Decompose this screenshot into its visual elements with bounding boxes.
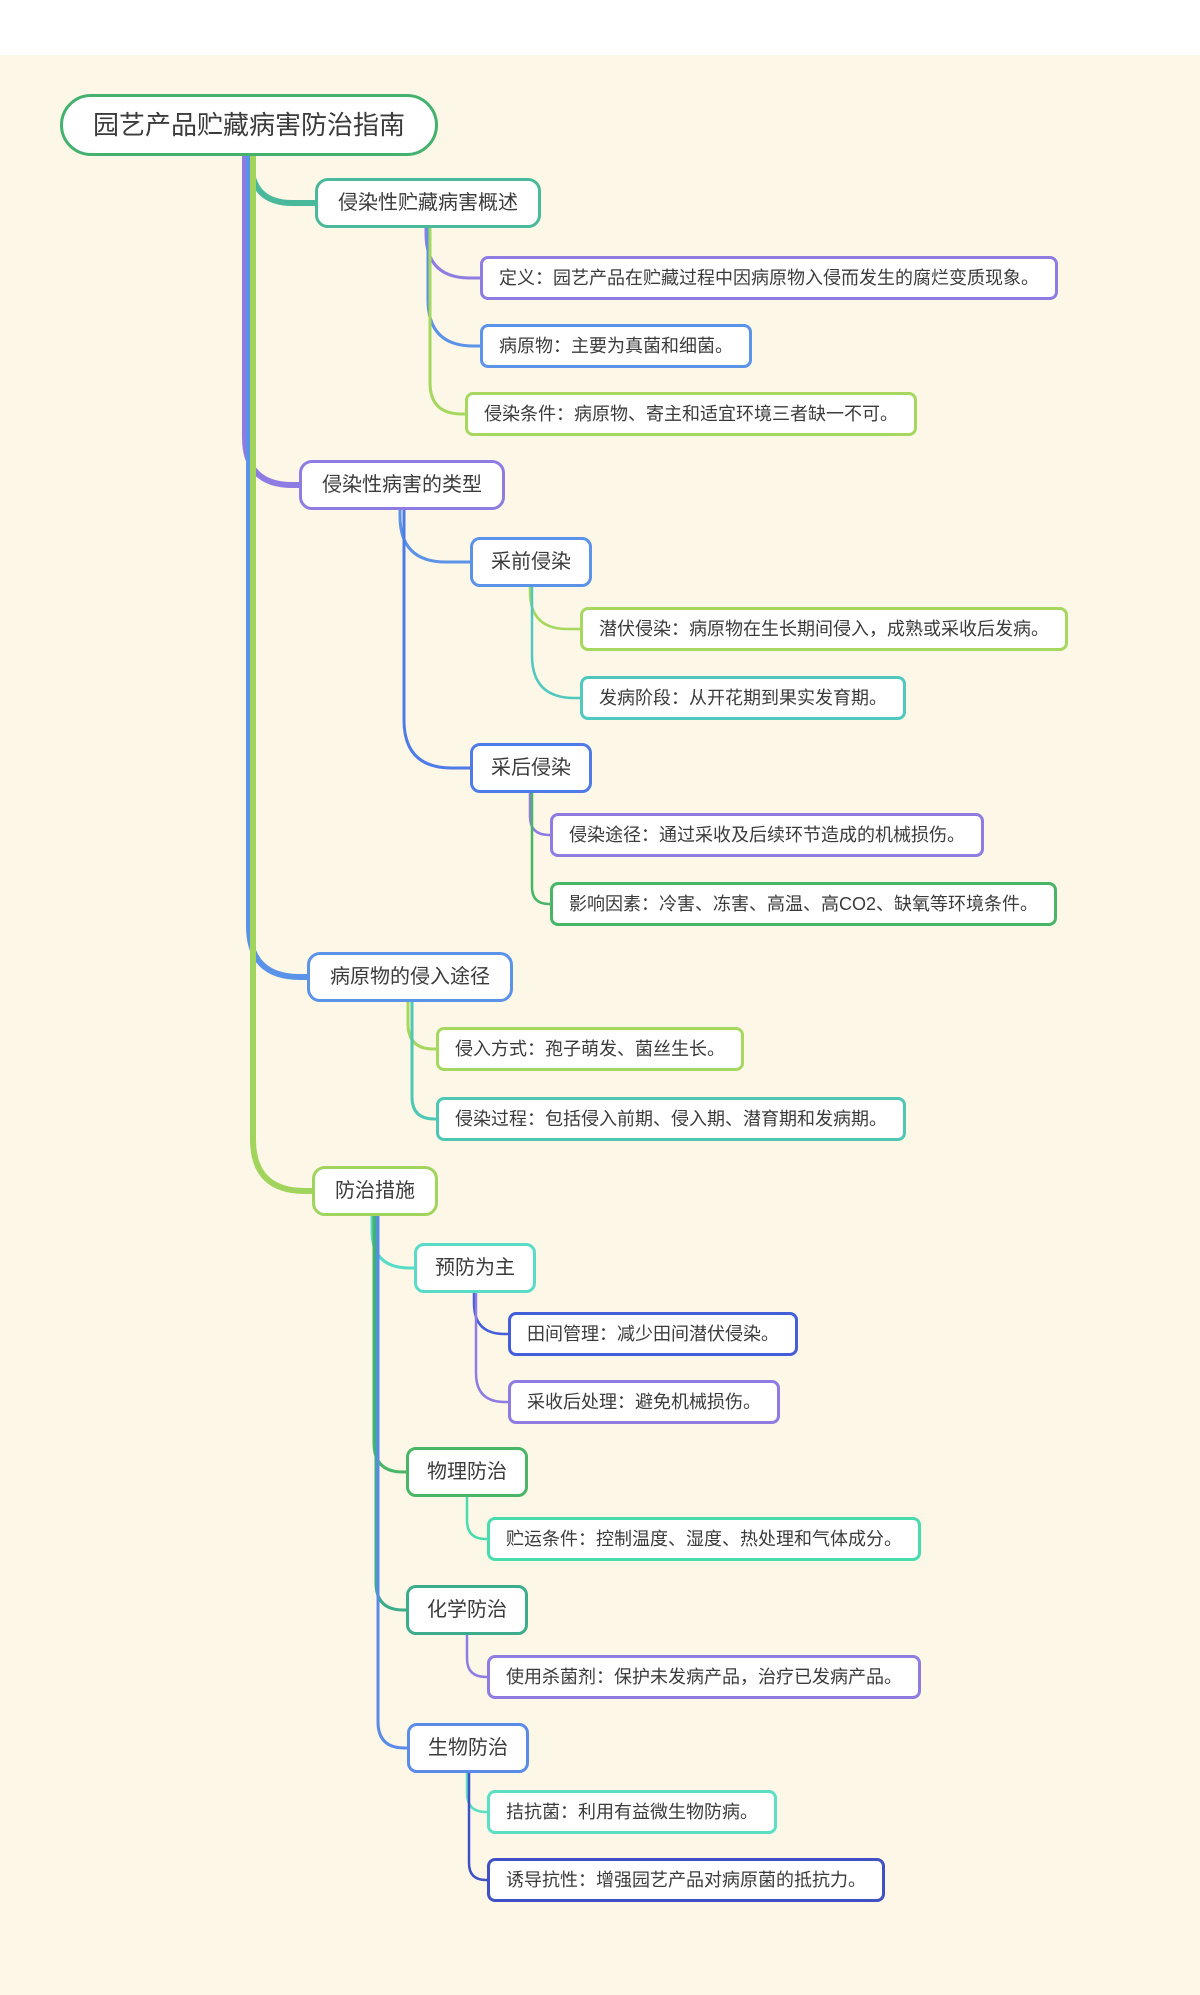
leaf-fungicide-use[interactable]: 使用杀菌剂：保护未发病产品，治疗已发病产品。: [487, 1655, 921, 1699]
subbranch-prevention-first[interactable]: 预防为主: [414, 1243, 536, 1293]
top-whitespace-strip: [0, 0, 1200, 55]
leaf-pathogens[interactable]: 病原物：主要为真菌和细菌。: [480, 324, 752, 368]
leaf-definition[interactable]: 定义：园艺产品在贮藏过程中因病原物入侵而发生的腐烂变质现象。: [480, 256, 1058, 300]
subbranch-postharvest-infection[interactable]: 采后侵染: [470, 743, 592, 793]
node-root-title[interactable]: 园艺产品贮藏病害防治指南: [60, 94, 439, 156]
subbranch-chemical-control[interactable]: 化学防治: [406, 1585, 528, 1635]
leaf-postharvest-handling[interactable]: 采收后处理：避免机械损伤。: [508, 1380, 780, 1424]
leaf-invasion-methods[interactable]: 侵入方式：孢子萌发、菌丝生长。: [436, 1027, 744, 1071]
leaf-antagonistic-bacteria[interactable]: 拮抗菌：利用有益微生物防病。: [487, 1790, 777, 1834]
leaf-infection-process[interactable]: 侵染过程：包括侵入前期、侵入期、潜育期和发病期。: [436, 1097, 906, 1141]
branch-infectious-disease-overview[interactable]: 侵染性贮藏病害概述: [315, 178, 541, 228]
leaf-field-management[interactable]: 田间管理：减少田间潜伏侵染。: [508, 1312, 798, 1356]
leaf-infection-route[interactable]: 侵染途径：通过采收及后续环节造成的机械损伤。: [550, 813, 984, 857]
subbranch-biological-control[interactable]: 生物防治: [407, 1723, 529, 1773]
leaf-induced-resistance[interactable]: 诱导抗性：增强园艺产品对病原菌的抵抗力。: [487, 1858, 885, 1902]
leaf-influencing-factors[interactable]: 影响因素：冷害、冻害、高温、高CO2、缺氧等环境条件。: [550, 882, 1058, 926]
branch-disease-types[interactable]: 侵染性病害的类型: [299, 460, 505, 510]
leaf-onset-stage[interactable]: 发病阶段：从开花期到果实发育期。: [580, 676, 906, 720]
leaf-infection-conditions[interactable]: 侵染条件：病原物、寄主和适宜环境三者缺一不可。: [465, 392, 917, 436]
subbranch-physical-control[interactable]: 物理防治: [406, 1447, 528, 1497]
branch-pathogen-invasion-routes[interactable]: 病原物的侵入途径: [307, 952, 513, 1002]
subbranch-preharvest-infection[interactable]: 采前侵染: [470, 537, 592, 587]
branch-control-measures[interactable]: 防治措施: [312, 1166, 438, 1216]
leaf-latent-infection[interactable]: 潜伏侵染：病原物在生长期间侵入，成熟或采收后发病。: [580, 607, 1068, 651]
leaf-storage-conditions[interactable]: 贮运条件：控制温度、湿度、热处理和气体成分。: [487, 1517, 921, 1561]
